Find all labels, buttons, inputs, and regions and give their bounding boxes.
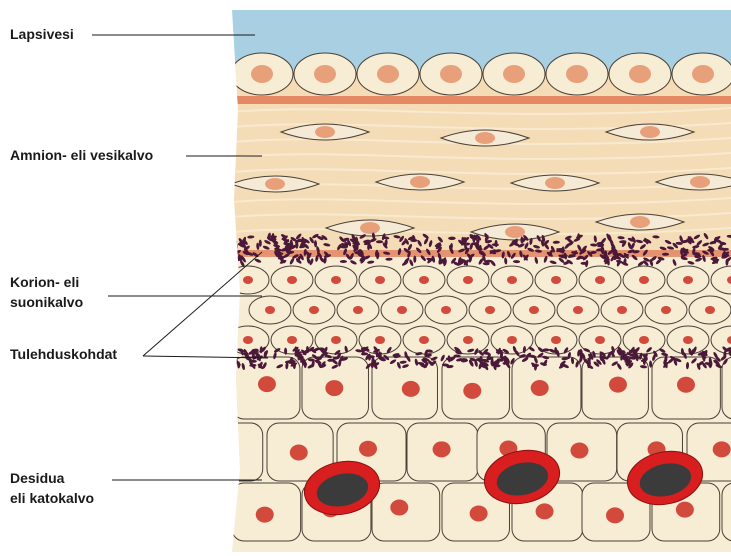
chorion-cell-nucleus	[661, 306, 671, 314]
chorion-cell-nucleus	[375, 276, 385, 284]
amnion-cell-nucleus	[629, 65, 651, 83]
chorion-cell-nucleus	[353, 306, 363, 314]
fibroblast-nucleus	[505, 226, 525, 238]
chorion-cell-nucleus	[529, 306, 539, 314]
decidual-cell-nucleus	[570, 443, 588, 459]
fibroblast-nucleus	[690, 176, 710, 188]
inflammatory-cell	[230, 362, 237, 369]
chorion-cell-nucleus	[463, 336, 473, 344]
chorion-cell-nucleus	[617, 306, 627, 314]
fibroblast-nucleus	[315, 126, 335, 138]
label-amniotic-fluid: Lapsivesi	[10, 24, 74, 44]
fibroblast-nucleus	[640, 126, 660, 138]
inflammatory-cell	[231, 238, 236, 246]
decidual-cell-nucleus	[220, 449, 238, 465]
chorion-cell-nucleus	[507, 336, 517, 344]
amnion-cell-nucleus	[251, 65, 273, 83]
inflammatory-cell	[542, 348, 549, 351]
decidual-cell-nucleus	[359, 441, 377, 457]
chorion-cell-nucleus	[551, 276, 561, 284]
decidual-cell-nucleus	[677, 377, 695, 393]
decidual-cell-nucleus	[609, 377, 627, 393]
decidual-cell	[722, 483, 731, 541]
label-inflammation-sites: Tulehduskohdat	[10, 344, 117, 364]
fibroblast-nucleus	[475, 132, 495, 144]
decidual-cell	[722, 357, 731, 419]
chorion-cell-nucleus	[243, 336, 253, 344]
chorion-cell-nucleus	[551, 336, 561, 344]
chorion-cell-nucleus	[287, 276, 297, 284]
fibroblast-nucleus	[630, 216, 650, 228]
amnion-cell-nucleus	[440, 65, 462, 83]
fibroblast-nucleus	[410, 176, 430, 188]
chorion-cell-nucleus	[705, 306, 715, 314]
basement-membrane-band	[232, 96, 731, 104]
decidual-cell-nucleus	[470, 505, 488, 521]
chorion-cell-nucleus	[463, 276, 473, 284]
amnion-cell-nucleus	[503, 65, 525, 83]
decidual-cell-nucleus	[258, 376, 276, 392]
decidual-cell-nucleus	[463, 383, 481, 399]
inflammatory-cell	[230, 240, 238, 244]
chorion-cell-nucleus	[265, 306, 275, 314]
decidual-cell-nucleus	[676, 502, 694, 518]
chorion-cell-nucleus	[375, 336, 385, 344]
chorion-cell-nucleus	[287, 336, 297, 344]
decidual-cell-nucleus	[713, 441, 731, 457]
chorion-cell-nucleus	[573, 306, 583, 314]
fibroblast-nucleus	[360, 222, 380, 234]
inflammatory-cell	[230, 244, 237, 252]
decidual-cell-nucleus	[606, 507, 624, 523]
chorion-cell-nucleus	[441, 306, 451, 314]
fibroblast-nucleus	[265, 178, 285, 190]
decidual-cell-nucleus	[256, 507, 274, 523]
amnion-cell-nucleus	[692, 65, 714, 83]
chorion-cell-nucleus	[507, 276, 517, 284]
fibroblast-nucleus	[545, 177, 565, 189]
chorion-cell-nucleus	[683, 276, 693, 284]
inflammatory-cell	[230, 246, 234, 254]
tissue-layers	[197, 0, 731, 555]
decidual-cell-nucleus	[290, 445, 308, 461]
chorion-cell-nucleus	[397, 306, 407, 314]
amnion-cell-nucleus	[377, 65, 399, 83]
inflammatory-cell	[340, 260, 347, 263]
chorion-cell-nucleus	[419, 336, 429, 344]
chorion-cell-nucleus	[485, 306, 495, 314]
decidual-cell-nucleus	[325, 380, 343, 396]
decidual-cell-nucleus	[536, 503, 554, 519]
chorion-cell-nucleus	[639, 276, 649, 284]
amnion-cell-nucleus	[314, 65, 336, 83]
chorion-cell-nucleus	[331, 276, 341, 284]
chorion-cell-nucleus	[595, 336, 605, 344]
inflammatory-cell	[712, 258, 719, 261]
label-amnion: Amnion- eli vesikalvo	[10, 145, 153, 165]
label-decidua: Desidua eli katokalvo	[10, 468, 94, 508]
decidual-cell-nucleus	[433, 441, 451, 457]
chorion-cell-nucleus	[683, 336, 693, 344]
chorion-cell-nucleus	[595, 276, 605, 284]
inflammatory-cell	[231, 354, 238, 362]
inflammatory-cell	[413, 256, 416, 263]
inflammatory-cell	[231, 260, 236, 268]
decidual-cell	[197, 423, 263, 481]
inflammatory-cell	[230, 251, 238, 256]
amnion-cell-nucleus	[566, 65, 588, 83]
chorion-cell-nucleus	[243, 276, 253, 284]
decidual-cell-nucleus	[402, 381, 420, 397]
inflammatory-cell	[234, 253, 238, 261]
chorion-cell-nucleus	[331, 336, 341, 344]
chorion-cell-nucleus	[639, 336, 649, 344]
decidual-cell-nucleus	[531, 380, 549, 396]
chorion-cell-nucleus	[309, 306, 319, 314]
label-chorion: Korion- eli suonikalvo	[10, 272, 83, 312]
chorion-cell-nucleus	[419, 276, 429, 284]
decidual-cell-nucleus	[390, 499, 408, 515]
